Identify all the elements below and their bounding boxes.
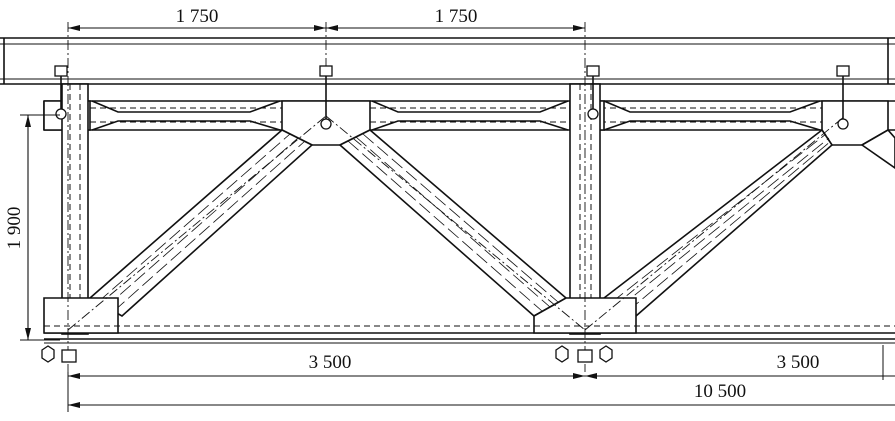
bottom-rail	[44, 332, 895, 344]
dim-bottom-left-label: 3 500	[309, 352, 352, 373]
dim-top-right-label: 1 750	[435, 6, 478, 27]
vertical-posts	[61, 83, 601, 335]
dimension-bottom: 3 500 3 500	[68, 345, 895, 380]
center-lines	[67, 22, 846, 372]
dim-height-label: 1 900	[4, 207, 25, 250]
top-chord	[43, 100, 895, 131]
bottom-bolts	[41, 345, 613, 363]
diagonal-braces	[88, 128, 895, 317]
dimension-height: 1 900	[4, 114, 60, 341]
bottom-chord	[43, 297, 895, 334]
dimension-total: 10 500	[67, 372, 895, 412]
dim-bottom-right-label: 3 500	[777, 352, 820, 373]
top-bolts	[54, 65, 850, 130]
dimension-top: 1 750 1 750	[68, 6, 585, 31]
top-rail-beam	[0, 37, 895, 85]
dim-total-label: 10 500	[694, 381, 746, 402]
dim-top-left-label: 1 750	[176, 6, 219, 27]
